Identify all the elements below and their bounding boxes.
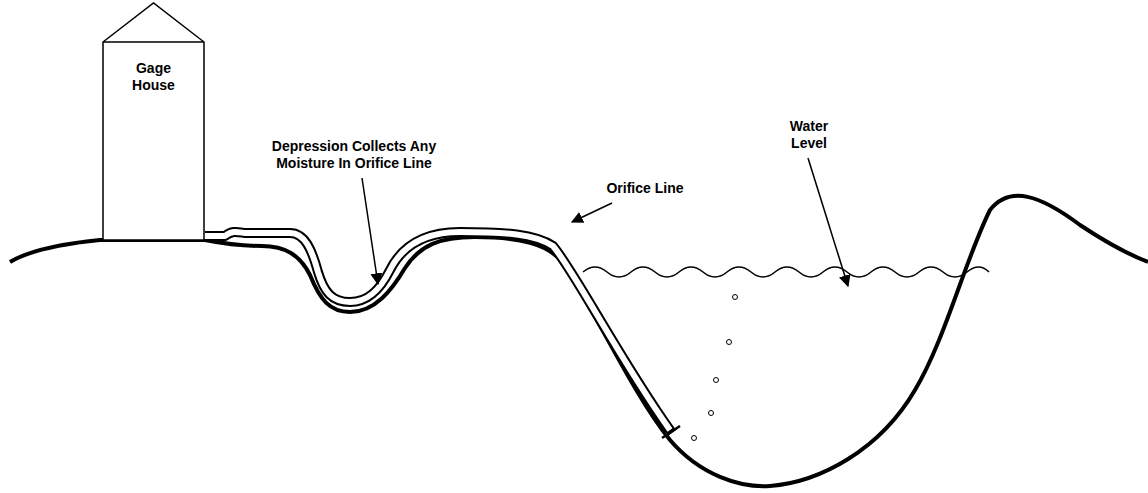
- building-label: Gage House: [124, 60, 184, 94]
- gage-house: Gage House: [102, 2, 205, 241]
- callout-label: Water Level: [778, 118, 840, 152]
- leader-line: [808, 158, 848, 286]
- callout-label: Depression Collects Any Moisture In Orif…: [258, 138, 450, 172]
- orifice-line-tube: [205, 232, 672, 433]
- house-outline: [102, 2, 205, 241]
- orifice-line-bore: [203, 232, 670, 430]
- air-bubbles: [692, 295, 738, 441]
- orifice-cap: [662, 426, 680, 438]
- leader-line: [572, 203, 612, 222]
- leader-line: [362, 178, 378, 284]
- callout-label: Orifice Line: [590, 180, 700, 197]
- water-surface: [583, 267, 989, 277]
- house-outline-path: [103, 3, 204, 240]
